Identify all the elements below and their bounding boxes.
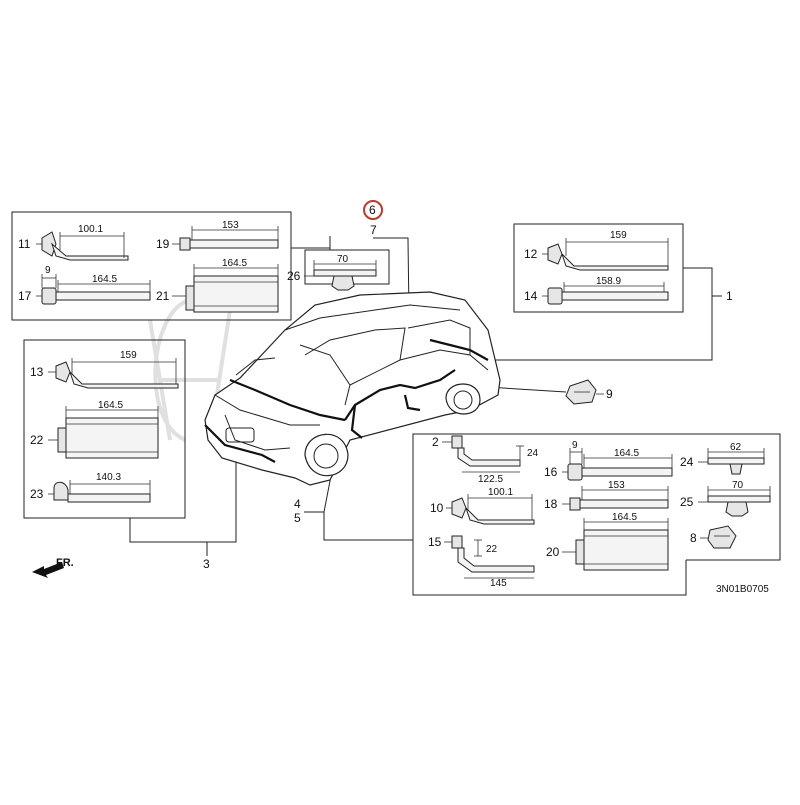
- dimension-17-b: 164.5: [92, 274, 117, 285]
- dimension-16-b: 164.5: [614, 448, 639, 459]
- part-18-clip[interactable]: 18 153: [544, 480, 669, 511]
- part-12-clip[interactable]: 12 159: [524, 230, 669, 271]
- callout-5: 5: [294, 511, 301, 525]
- callout-18: 18: [544, 497, 558, 511]
- callout-12: 12: [524, 247, 538, 261]
- part-23-clip[interactable]: 23 140.3: [30, 472, 151, 503]
- highlight-circle: [363, 200, 383, 220]
- dimension-13: 159: [120, 350, 137, 361]
- front-arrow-icon: [32, 562, 64, 578]
- part-26-clip[interactable]: 26 70: [287, 254, 377, 291]
- part-8-grommet[interactable]: 8: [690, 525, 737, 549]
- dimension-18: 153: [608, 480, 625, 491]
- part-25-clip[interactable]: 25 70: [680, 480, 771, 517]
- dimension-22: 164.5: [98, 400, 123, 411]
- callout-9: 9: [606, 387, 613, 401]
- dimension-16-a: 9: [572, 440, 578, 451]
- vehicle-illustration: [204, 291, 501, 486]
- part-24-clip[interactable]: 24 62: [680, 442, 765, 475]
- dimension-14: 158.9: [596, 276, 621, 287]
- callout-2: 2: [432, 435, 439, 449]
- dimension-20: 164.5: [612, 512, 637, 523]
- part-9-grommet[interactable]: 9: [565, 379, 613, 405]
- dimension-2-b: 122.5: [478, 474, 503, 485]
- callout-10: 10: [430, 501, 444, 515]
- part-14-clip[interactable]: 14 158.9: [524, 276, 669, 305]
- callout-4: 4: [294, 497, 301, 511]
- callout-22: 22: [30, 433, 44, 447]
- callout-14: 14: [524, 289, 538, 303]
- dimension-15-a: 22: [486, 544, 498, 555]
- callout-23: 23: [30, 487, 44, 501]
- part-2-clip[interactable]: 2 24 122.5: [432, 435, 539, 485]
- part-15-clip[interactable]: 15 22 145: [428, 535, 535, 589]
- front-label: FR.: [56, 557, 74, 569]
- group-box-top-right: 1: [470, 223, 733, 361]
- callout-15: 15: [428, 535, 442, 549]
- dimension-19: 153: [222, 220, 239, 231]
- callout-1: 1: [726, 289, 733, 303]
- dimension-25: 70: [732, 480, 744, 491]
- part-13-clip[interactable]: 13 159: [30, 350, 179, 389]
- callout-17: 17: [18, 289, 32, 303]
- group-box-right-lower: 4 5: [294, 433, 781, 596]
- front-indicator: FR.: [32, 557, 74, 578]
- part-19-clip[interactable]: 19 153: [156, 220, 279, 251]
- dimension-11: 100.1: [78, 224, 103, 235]
- part-22-clip[interactable]: 22 164.5: [30, 400, 159, 459]
- part-17-clip[interactable]: 17 9 164.5: [18, 265, 151, 305]
- dimension-15-b: 145: [490, 578, 507, 589]
- callout-24: 24: [680, 455, 694, 469]
- callout-20: 20: [546, 545, 560, 559]
- part-21-clip[interactable]: 21 164.5: [156, 258, 279, 313]
- group-box-left: 3: [23, 339, 237, 571]
- callout-25: 25: [680, 495, 694, 509]
- callout-8: 8: [690, 531, 697, 545]
- watermark-logo: [148, 298, 232, 442]
- callout-16: 16: [544, 465, 558, 479]
- callout-13: 13: [30, 365, 44, 379]
- callout-19: 19: [156, 237, 170, 251]
- callout-11: 11: [18, 237, 31, 251]
- reference-code: 3N01B0705: [716, 584, 769, 595]
- dimension-2-a: 24: [527, 448, 539, 459]
- dimension-23: 140.3: [96, 472, 121, 483]
- callout-7: 7: [370, 223, 377, 237]
- dimension-24: 62: [730, 442, 742, 453]
- callout-3: 3: [203, 557, 210, 571]
- part-16-clip[interactable]: 16 9 164.5: [544, 440, 673, 481]
- callout-21: 21: [156, 289, 170, 303]
- callout-6: 6: [369, 203, 376, 217]
- callout-6-highlighted[interactable]: 6: [363, 200, 383, 220]
- dimension-21: 164.5: [222, 258, 247, 269]
- dimension-26: 70: [337, 254, 349, 265]
- part-10-clip[interactable]: 10 100.1: [430, 487, 535, 525]
- part-11-clip[interactable]: 11 100.1: [18, 224, 129, 261]
- dimension-12: 159: [610, 230, 627, 241]
- callout-26: 26: [287, 269, 301, 283]
- dimension-17-a: 9: [45, 265, 51, 276]
- dimension-10: 100.1: [488, 487, 513, 498]
- part-20-clip[interactable]: 20 164.5: [546, 512, 669, 571]
